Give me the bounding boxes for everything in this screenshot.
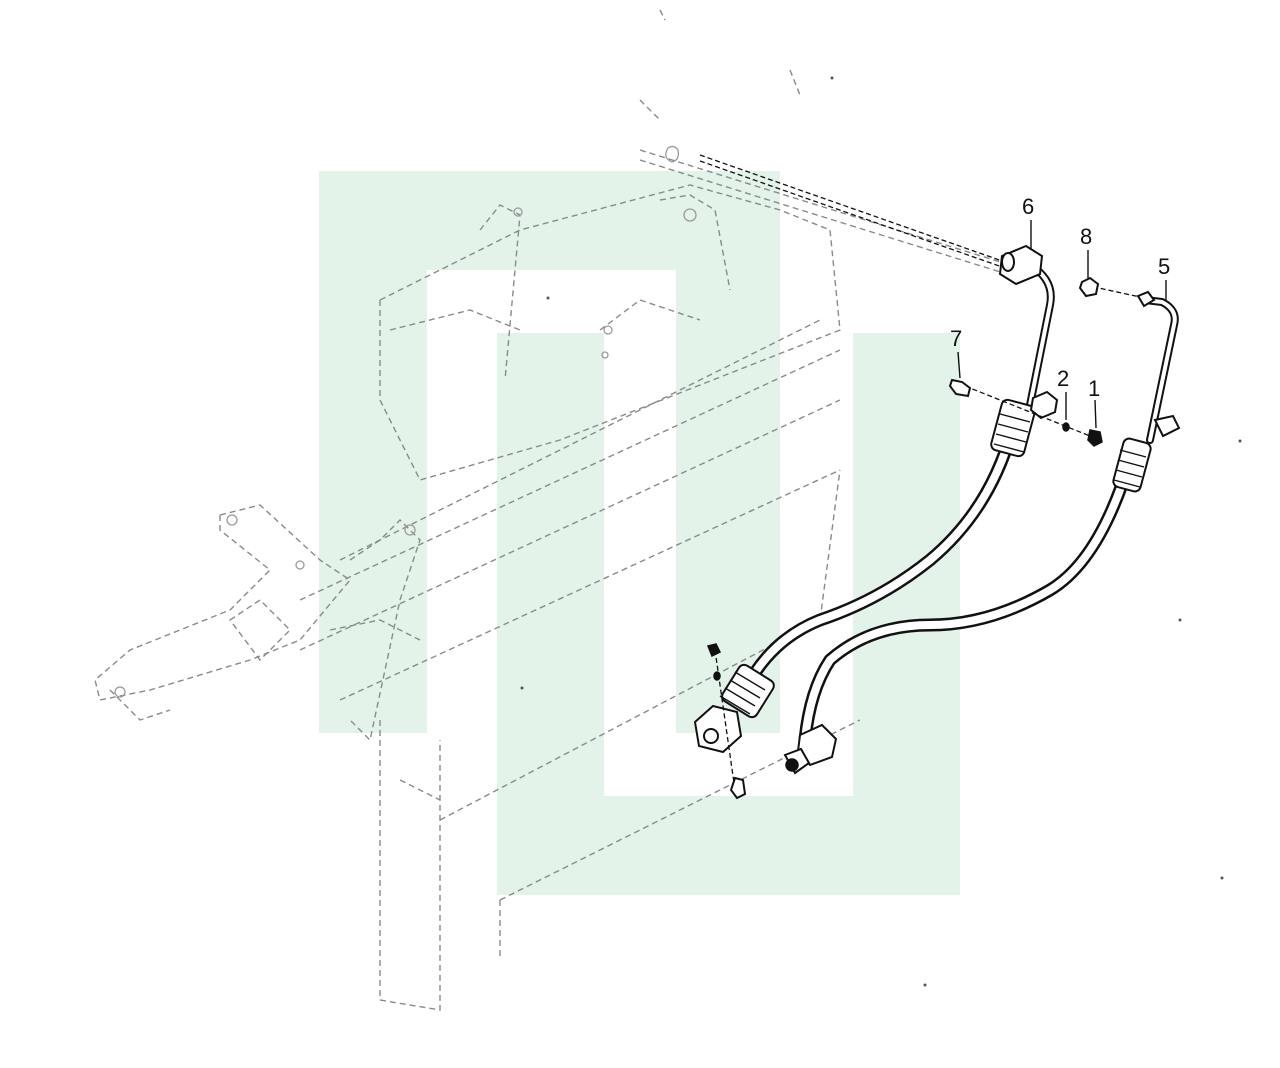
washer-2 <box>1062 422 1070 432</box>
callout-8: 8 <box>1080 224 1092 249</box>
callout-5: 5 <box>1158 254 1170 279</box>
background-assembly <box>94 9 1011 1011</box>
clip-8 <box>1078 276 1100 298</box>
specks <box>520 76 1242 987</box>
callout-7: 7 <box>950 326 962 351</box>
logo-watermark-icon <box>319 171 960 895</box>
nut-lower <box>706 643 722 658</box>
hose-assembly-5 <box>783 290 1181 775</box>
bolt-7 <box>948 378 972 398</box>
callout-1: 1 <box>1088 376 1100 401</box>
callouts: 6 8 5 7 2 1 <box>950 194 1170 401</box>
nut-1 <box>1087 429 1103 447</box>
hose-assembly-6 <box>693 244 1059 754</box>
upper-rigid-line <box>699 154 1006 269</box>
callout-6: 6 <box>1022 194 1034 219</box>
parts-small <box>706 276 1141 800</box>
callout-2: 2 <box>1057 366 1069 391</box>
washer-lower <box>713 671 721 681</box>
leader-lines <box>957 220 1167 429</box>
bolt-lower <box>729 776 747 800</box>
